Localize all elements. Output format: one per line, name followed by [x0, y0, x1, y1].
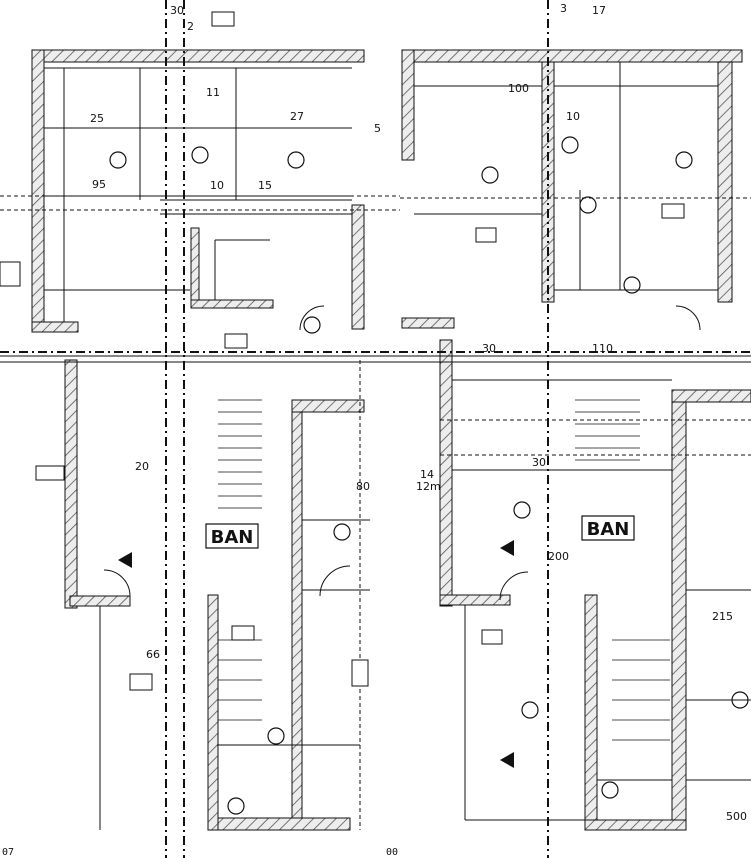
- dim-80: 80: [356, 480, 370, 493]
- wall-mid-col: [291, 399, 303, 831]
- filled-markers: [118, 540, 514, 768]
- stair-treads-right: [575, 399, 670, 741]
- wall-top-left: [31, 49, 365, 63]
- wall-bottom-right: [439, 594, 511, 606]
- dim-500: 500: [726, 810, 747, 823]
- axis-mark-2: 2: [187, 20, 194, 33]
- wall-bottom-left-mid: [69, 595, 131, 607]
- wall-left-right-unit: [439, 339, 453, 607]
- dim-30-top: 30: [170, 4, 184, 17]
- wall-shaft-bottom: [190, 299, 274, 309]
- dim-20: 20: [135, 460, 149, 473]
- dim-110: 110: [592, 342, 613, 355]
- wall-east-top: [671, 389, 751, 403]
- door-swings: [103, 305, 701, 601]
- footer-left-code: 07: [2, 847, 14, 858]
- wall-stair-right: [584, 594, 598, 831]
- dim-15: 15: [258, 179, 272, 192]
- dim-100: 100: [508, 82, 529, 95]
- room-label-bath-right: BAN: [587, 519, 630, 540]
- dim-215: 215: [712, 610, 733, 623]
- thin-dashed-lines: [0, 195, 751, 830]
- wall-right-upper: [351, 204, 365, 330]
- room-label-bath-left: BAN: [211, 527, 254, 548]
- dim-14: 14: [420, 468, 434, 481]
- dim-200: 200: [548, 550, 569, 563]
- bath-right-frame: [581, 515, 635, 541]
- wall-east: [671, 389, 687, 829]
- wall-mid-left: [207, 594, 219, 831]
- door-swing-4: [675, 305, 701, 331]
- wall-mid-right: [401, 317, 455, 329]
- tag-boxes: [0, 11, 685, 691]
- bath-left-frame: [205, 523, 259, 549]
- dim-30-b: 30: [482, 342, 496, 355]
- dim-17: 17: [592, 4, 606, 17]
- wall-left-upper: [31, 49, 45, 327]
- stair-treads-middle: [218, 399, 262, 721]
- axis-mark-3: 3: [560, 2, 567, 15]
- dim-27: 27: [290, 110, 304, 123]
- door-swing-1: [319, 565, 351, 597]
- dim-12m: 12m: [416, 480, 441, 493]
- dim-11: 11: [206, 86, 220, 99]
- wall-right-upper-b: [401, 49, 415, 161]
- dim-30-c: 30: [532, 456, 546, 469]
- wall-bottom-right-b: [584, 819, 687, 831]
- wall-left-mid: [64, 359, 78, 609]
- door-swing-5: [299, 305, 325, 331]
- dim-95: 95: [92, 178, 106, 191]
- exterior-walls: [31, 49, 751, 831]
- wall-top-right: [401, 49, 743, 63]
- footer-center-code: 00: [386, 847, 398, 858]
- door-swing-3: [499, 571, 529, 601]
- dim-25: 25: [90, 112, 104, 125]
- dim-10-b: 10: [566, 110, 580, 123]
- wall-shaft-left: [190, 227, 200, 309]
- dim-10-a: 10: [210, 179, 224, 192]
- wall-bottom-left-upper: [31, 321, 79, 333]
- dim-5-top: 5: [374, 122, 381, 135]
- wall-mid-top: [291, 399, 365, 413]
- wall-bottom-mid: [207, 817, 351, 831]
- door-swing-2: [103, 569, 131, 597]
- interior-lines: [0, 62, 751, 830]
- dim-66: 66: [146, 648, 160, 661]
- wall-right-col: [717, 61, 733, 303]
- circle-markers: [109, 136, 749, 815]
